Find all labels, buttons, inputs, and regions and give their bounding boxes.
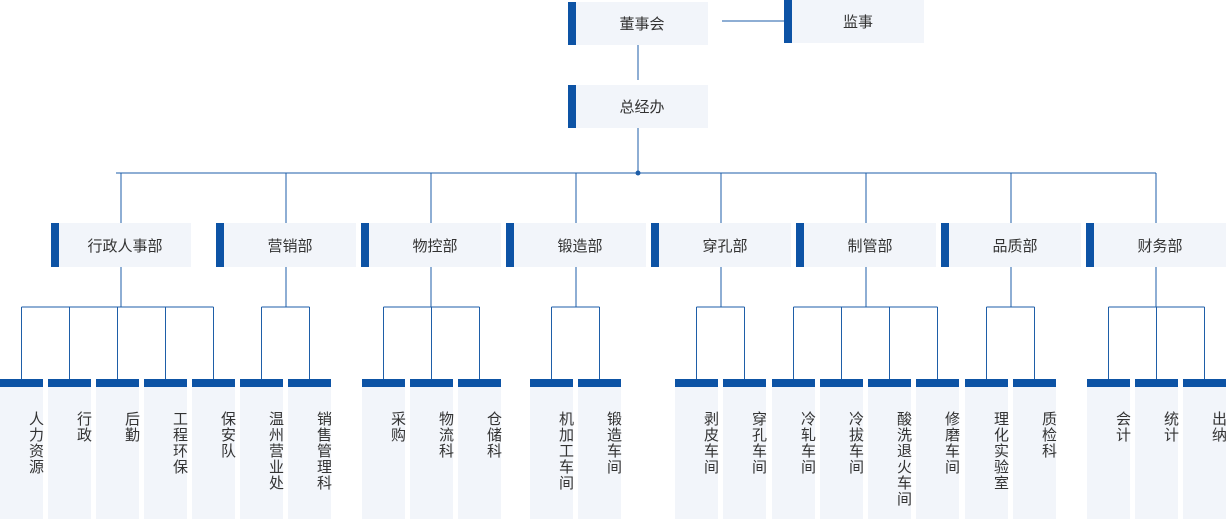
unit-label: 质检科 <box>1040 411 1058 459</box>
board-label: 董事会 <box>619 15 665 33</box>
unit-label: 冷轧车间 <box>799 411 817 475</box>
department-node[interactable]: 财务部 <box>1086 223 1226 267</box>
unit-label: 温州营业处 <box>267 411 285 491</box>
unit-node[interactable]: 行政 <box>48 379 93 519</box>
unit-label: 统计 <box>1162 411 1180 443</box>
unit-node[interactable]: 保安队 <box>192 379 237 519</box>
department-node[interactable]: 品质部 <box>941 223 1081 267</box>
unit-node[interactable]: 理化实验室 <box>965 379 1010 519</box>
department-node[interactable]: 营销部 <box>216 223 356 267</box>
department-label: 财务部 <box>1137 236 1183 255</box>
unit-label: 锻造车间 <box>605 411 623 475</box>
unit-node[interactable]: 物流科 <box>410 379 455 519</box>
unit-node[interactable]: 质检科 <box>1013 379 1058 519</box>
unit-node[interactable]: 统计 <box>1135 379 1180 519</box>
unit-label: 冷拔车间 <box>847 411 865 475</box>
unit-node[interactable]: 后勤 <box>96 379 141 519</box>
unit-label: 行政 <box>75 411 93 443</box>
unit-label: 会计 <box>1114 411 1132 443</box>
department-label: 品质部 <box>992 236 1038 255</box>
supervisor-node[interactable]: 监事 <box>784 0 924 43</box>
department-label: 制管部 <box>847 236 893 255</box>
unit-node[interactable]: 剥皮车间 <box>675 379 720 519</box>
unit-label: 酸洗退火车间 <box>895 411 913 507</box>
general-manager-office-label: 总经办 <box>619 98 665 116</box>
unit-node[interactable]: 采购 <box>362 379 407 519</box>
unit-node[interactable]: 酸洗退火车间 <box>868 379 913 519</box>
unit-node[interactable]: 修磨车间 <box>916 379 961 519</box>
unit-label: 出纳 <box>1210 411 1226 443</box>
unit-node[interactable]: 仓储科 <box>458 379 503 519</box>
unit-label: 人力资源 <box>27 411 45 475</box>
unit-label: 修磨车间 <box>943 411 961 475</box>
department-node[interactable]: 穿孔部 <box>651 223 791 267</box>
unit-node[interactable]: 销售管理科 <box>288 379 333 519</box>
department-label: 行政人事部 <box>87 236 163 255</box>
unit-label: 穿孔车间 <box>750 411 768 475</box>
unit-node[interactable]: 冷拔车间 <box>820 379 865 519</box>
board-node[interactable]: 董事会 <box>568 2 708 45</box>
unit-label: 销售管理科 <box>315 411 333 491</box>
unit-label: 保安队 <box>219 411 237 459</box>
unit-label: 采购 <box>389 411 407 443</box>
department-node[interactable]: 行政人事部 <box>51 223 191 267</box>
unit-label: 理化实验室 <box>992 411 1010 491</box>
department-label: 营销部 <box>267 236 313 255</box>
unit-node[interactable]: 冷轧车间 <box>772 379 817 519</box>
unit-label: 剥皮车间 <box>702 411 720 475</box>
unit-label: 物流科 <box>437 411 455 459</box>
unit-node[interactable]: 人力资源 <box>0 379 45 519</box>
unit-label: 工程环保 <box>171 411 189 475</box>
unit-label: 机加工车间 <box>557 411 575 491</box>
unit-label: 后勤 <box>123 411 141 443</box>
supervisor-label: 监事 <box>842 13 873 31</box>
general-manager-office-node[interactable]: 总经办 <box>568 85 708 128</box>
unit-node[interactable]: 锻造车间 <box>578 379 623 519</box>
unit-label: 仓储科 <box>485 411 503 459</box>
unit-node[interactable]: 工程环保 <box>144 379 189 519</box>
department-node[interactable]: 物控部 <box>361 223 501 267</box>
department-label: 物控部 <box>412 236 458 255</box>
department-label: 穿孔部 <box>702 236 748 255</box>
unit-node[interactable]: 出纳 <box>1183 379 1226 519</box>
department-label: 锻造部 <box>557 236 603 255</box>
unit-node[interactable]: 会计 <box>1087 379 1132 519</box>
department-node[interactable]: 锻造部 <box>506 223 646 267</box>
unit-node[interactable]: 穿孔车间 <box>723 379 768 519</box>
unit-node[interactable]: 机加工车间 <box>530 379 575 519</box>
unit-node[interactable]: 温州营业处 <box>240 379 285 519</box>
department-node[interactable]: 制管部 <box>796 223 936 267</box>
